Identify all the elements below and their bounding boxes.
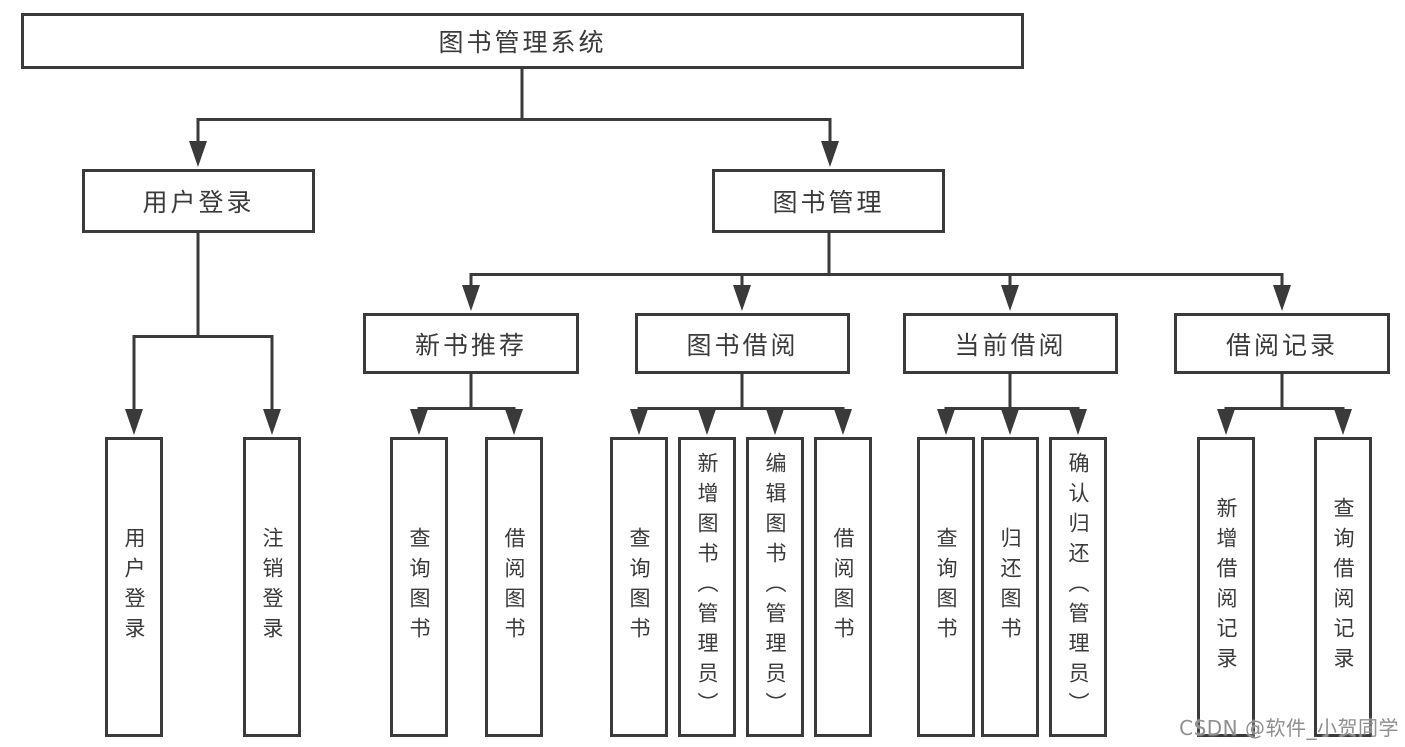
arrowhead-icon xyxy=(505,409,523,435)
arrowhead-icon xyxy=(263,409,281,435)
arrowhead-icon xyxy=(189,141,207,167)
leaf-borrow-add-books-label: 新增图书（管理员） xyxy=(695,452,719,722)
leaf-current-query-books: 查询图书 xyxy=(917,437,975,737)
leaf-records-add-record: 新增借阅记录 xyxy=(1197,437,1255,737)
leaf-current-query-books-label: 查询图书 xyxy=(934,527,958,647)
leaf-borrow-add-books: 新增图书（管理员） xyxy=(678,437,736,737)
leaf-user-login-label: 用户登录 xyxy=(122,527,146,647)
arrowhead-icon xyxy=(766,409,784,435)
node-user-login: 用户登录 xyxy=(82,169,315,233)
arrowhead-icon xyxy=(462,285,480,311)
leaf-borrow-query-books-label: 查询图书 xyxy=(627,527,651,647)
arrowhead-icon xyxy=(821,141,839,167)
watermark: CSDN @软件_小贺同学 xyxy=(1179,716,1399,740)
leaf-borrow-query-books: 查询图书 xyxy=(610,437,668,737)
leaf-user-login: 用户登录 xyxy=(105,437,163,737)
arrowhead-icon xyxy=(630,409,648,435)
arrowhead-icon xyxy=(834,409,852,435)
leaf-newrec-query-books: 查询图书 xyxy=(390,437,448,737)
node-book-borrow: 图书借阅 xyxy=(635,313,850,374)
leaf-current-confirm-return: 确认归还（管理员） xyxy=(1049,437,1107,737)
arrowhead-icon xyxy=(1001,285,1019,311)
leaf-logout-label: 注销登录 xyxy=(260,527,284,647)
leaf-records-query-record: 查询借阅记录 xyxy=(1314,437,1372,737)
leaf-borrow-borrow-books-label: 借阅图书 xyxy=(831,527,855,647)
arrowhead-icon xyxy=(125,409,143,435)
arrowhead-icon xyxy=(698,409,716,435)
node-root: 图书管理系统 xyxy=(21,13,1024,69)
arrowhead-icon xyxy=(1001,409,1019,435)
arrowhead-icon xyxy=(410,409,428,435)
leaf-borrow-edit-books: 编辑图书（管理员） xyxy=(746,437,804,737)
node-book-management: 图书管理 xyxy=(712,169,945,233)
arrowhead-icon xyxy=(1217,409,1235,435)
arrowhead-icon xyxy=(1334,409,1352,435)
leaf-borrow-borrow-books: 借阅图书 xyxy=(814,437,872,737)
node-borrow-records: 借阅记录 xyxy=(1174,313,1390,374)
arrowhead-icon xyxy=(733,285,751,311)
leaf-records-add-record-label: 新增借阅记录 xyxy=(1214,497,1238,677)
leaf-borrow-edit-books-label: 编辑图书（管理员） xyxy=(763,452,787,722)
leaf-current-return-books: 归还图书 xyxy=(981,437,1039,737)
leaf-logout: 注销登录 xyxy=(243,437,301,737)
arrowhead-icon xyxy=(1273,285,1291,311)
leaf-current-confirm-return-label: 确认归还（管理员） xyxy=(1066,452,1090,722)
leaf-newrec-borrow-books: 借阅图书 xyxy=(485,437,543,737)
leaf-records-query-record-label: 查询借阅记录 xyxy=(1331,497,1355,677)
node-new-book-recommend: 新书推荐 xyxy=(363,313,579,374)
arrowhead-icon xyxy=(1069,409,1087,435)
arrowhead-icon xyxy=(937,409,955,435)
node-current-borrow: 当前借阅 xyxy=(903,313,1118,374)
leaf-current-return-books-label: 归还图书 xyxy=(998,527,1022,647)
leaf-newrec-borrow-books-label: 借阅图书 xyxy=(502,527,526,647)
leaf-newrec-query-books-label: 查询图书 xyxy=(407,527,431,647)
